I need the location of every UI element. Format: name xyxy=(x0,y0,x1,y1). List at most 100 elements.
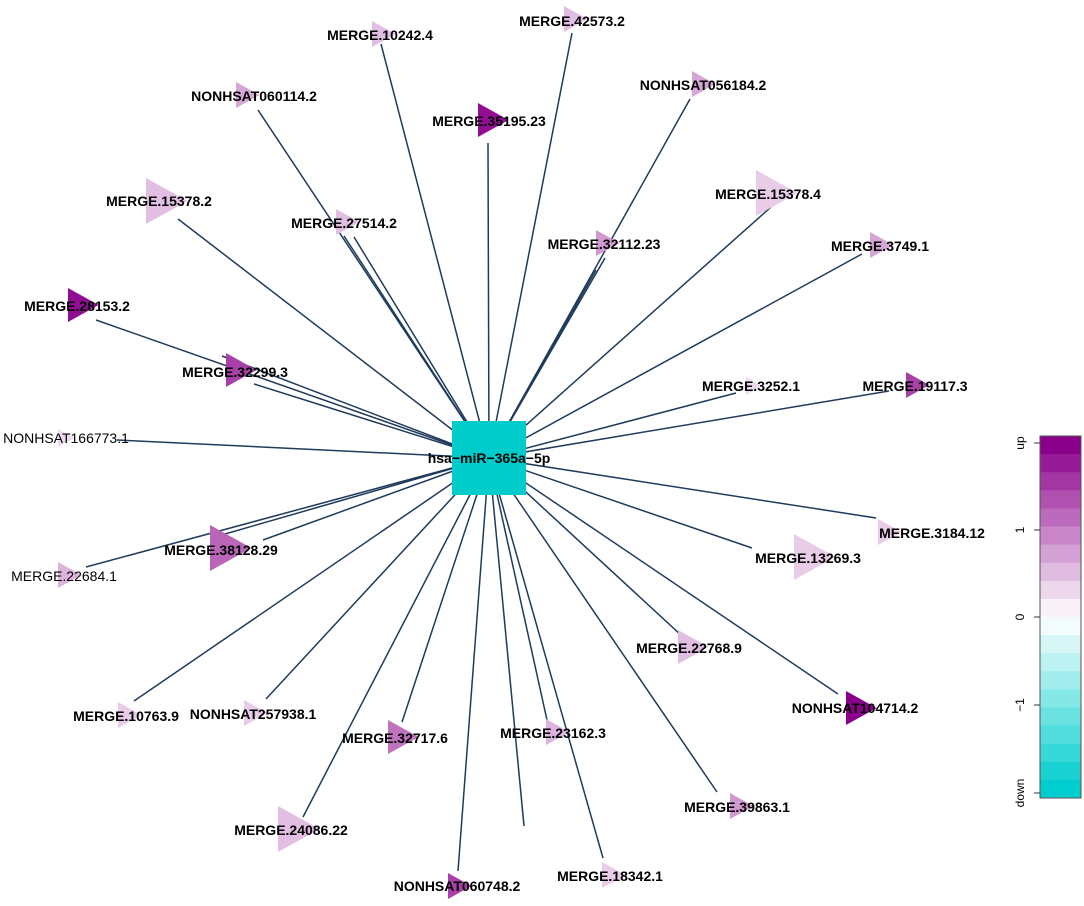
node-MERGE.38128.29[interactable]: MERGE.38128.29 xyxy=(164,525,278,571)
legend-cell xyxy=(1040,617,1081,636)
edge-MERGE.28153.2 xyxy=(95,319,490,459)
edge-MERGE.32717.6 xyxy=(401,457,490,723)
node-triangle xyxy=(210,525,252,571)
node-triangle xyxy=(68,288,99,322)
node-MERGE.22684.1[interactable]: MERGE.22684.1 xyxy=(11,562,117,588)
legend-cell xyxy=(1040,725,1081,745)
edge-extra-2 xyxy=(262,457,490,541)
node-triangle xyxy=(236,82,260,108)
node-triangle xyxy=(692,71,716,97)
node-label: MERGE.22768.9 xyxy=(636,640,742,656)
edge-MERGE.19117.3 xyxy=(488,390,890,459)
node-label: MERGE.32112.23 xyxy=(548,236,661,252)
node-MERGE.15378.4[interactable]: MERGE.15378.4 xyxy=(715,170,821,216)
node-label: MERGE.10763.9 xyxy=(73,708,179,724)
legend-cell xyxy=(1040,635,1081,654)
node-MERGE.3252.1[interactable]: MERGE.3252.1 xyxy=(702,377,800,395)
edge-NONHSAT104714.2 xyxy=(488,457,839,695)
node-triangle xyxy=(58,562,82,588)
node-MERGE.3184.12[interactable]: MERGE.3184.12 xyxy=(878,519,985,545)
node-triangle xyxy=(878,519,902,545)
edge-NONHSAT166773.1 xyxy=(116,439,490,459)
legend-cell xyxy=(1040,671,1081,690)
node-label: MERGE.38128.29 xyxy=(164,542,278,558)
node-triangle xyxy=(478,103,509,137)
node-NONHSAT104714.2[interactable]: NONHSAT104714.2 xyxy=(792,691,919,725)
node-MERGE.15378.2[interactable]: MERGE.15378.2 xyxy=(106,178,212,224)
hub-node[interactable]: hsa−miR−365a−5p xyxy=(428,421,551,495)
node-MERGE.39863.1[interactable]: MERGE.39863.1 xyxy=(684,793,790,819)
legend-tick-1: 1 xyxy=(1013,526,1027,533)
node-label: MERGE.35195.23 xyxy=(432,113,546,129)
node-MERGE.10242.4[interactable]: MERGE.10242.4 xyxy=(327,21,433,47)
node-MERGE.35195.23[interactable]: MERGE.35195.23 xyxy=(432,103,546,137)
node-MERGE.13269.3[interactable]: MERGE.13269.3 xyxy=(755,534,861,580)
edge-MERGE.3749.1 xyxy=(488,253,863,459)
node-label: MERGE.3252.1 xyxy=(702,378,800,394)
hub-label: hsa−miR−365a−5p xyxy=(428,450,551,466)
node-label: NONHSAT166773.1 xyxy=(3,430,129,446)
node-label: MERGE.27514.2 xyxy=(291,215,397,231)
legend-gradient-bar xyxy=(1040,436,1081,799)
node-label: NONHSAT060748.2 xyxy=(394,878,521,894)
edge-MERGE.3252.1 xyxy=(488,392,737,459)
node-MERGE.32299.3[interactable]: MERGE.32299.3 xyxy=(182,353,288,387)
node-NONHSAT166773.1[interactable]: NONHSAT166773.1 xyxy=(3,429,129,447)
legend-cell xyxy=(1040,707,1081,727)
edge-MERGE.3184.12 xyxy=(488,457,877,519)
node-NONHSAT060114.2[interactable]: NONHSAT060114.2 xyxy=(191,82,317,108)
edge-MERGE.39863.1 xyxy=(488,457,718,793)
node-label: MERGE.23162.3 xyxy=(500,725,606,741)
node-triangle xyxy=(146,178,188,224)
edge-MERGE.38128.29 xyxy=(217,457,490,537)
node-triangle xyxy=(546,719,570,745)
legend-cell xyxy=(1040,490,1081,509)
node-layer: MERGE.10242.4 MERGE.42573.2NONHSAT060114.… xyxy=(3,6,985,899)
node-MERGE.22768.9[interactable]: MERGE.22768.9 xyxy=(636,630,742,664)
edge-MERGE.15378.4 xyxy=(488,206,772,459)
node-MERGE.3749.1[interactable]: MERGE.3749.1 xyxy=(831,232,929,258)
legend-cell xyxy=(1040,472,1081,491)
legend-cell xyxy=(1040,598,1081,618)
legend-cell xyxy=(1040,779,1081,799)
node-MERGE.28153.2[interactable]: MERGE.28153.2 xyxy=(24,288,130,322)
node-MERGE.27514.2[interactable]: MERGE.27514.2 xyxy=(291,209,397,235)
node-MERGE.19117.3[interactable]: MERGE.19117.3 xyxy=(862,372,968,398)
edge-MERGE.42573.2 xyxy=(488,32,573,459)
edge-MERGE.10763.9 xyxy=(133,457,490,702)
legend-cell xyxy=(1040,526,1081,546)
node-MERGE.42573.2[interactable]: MERGE.42573.2 xyxy=(519,6,625,32)
node-label: MERGE.28153.2 xyxy=(24,298,130,314)
node-label: MERGE.13269.3 xyxy=(755,550,861,566)
edge-MERGE.24086.22 xyxy=(302,457,490,818)
hub-square xyxy=(452,421,526,495)
node-MERGE.32717.6[interactable]: MERGE.32717.6 xyxy=(342,720,448,754)
node-triangle xyxy=(448,873,472,899)
node-MERGE.10763.9[interactable]: MERGE.10763.9 xyxy=(73,702,179,728)
node-triangle xyxy=(118,702,142,728)
node-NONHSAT056184.2[interactable]: NONHSAT056184.2 xyxy=(640,71,767,97)
node-NONHSAT257938.1[interactable]: NONHSAT257938.1 xyxy=(190,700,317,726)
legend-tick-2: 0 xyxy=(1013,613,1027,620)
node-label: NONHSAT104714.2 xyxy=(792,700,919,716)
legend-tick-3: −1 xyxy=(1013,698,1027,712)
node-label: NONHSAT257938.1 xyxy=(190,706,317,722)
node-label: MERGE.32299.3 xyxy=(182,364,288,380)
node-MERGE.23162.3[interactable]: MERGE.23162.3 xyxy=(500,719,606,745)
node-triangle xyxy=(564,6,588,32)
legend-cell xyxy=(1040,761,1081,781)
node-MERGE.18342.1[interactable]: MERGE.18342.1 xyxy=(557,862,663,888)
node-label: NONHSAT060114.2 xyxy=(191,88,317,104)
legend-cell xyxy=(1040,544,1081,564)
edge-MERGE.22684.1 xyxy=(85,457,490,568)
node-triangle xyxy=(372,21,396,47)
node-MERGE.24086.22[interactable]: MERGE.24086.22 xyxy=(234,806,348,852)
edge-MERGE.35195.23 xyxy=(487,142,490,459)
node-NONHSAT060748.2[interactable]: NONHSAT060748.2 xyxy=(394,873,521,899)
node-triangle xyxy=(746,377,763,395)
node-MERGE.32112.23[interactable]: MERGE.32112.23 xyxy=(548,230,661,256)
legend-cell xyxy=(1040,436,1081,455)
edge-MERGE.18342.1 xyxy=(488,457,604,859)
